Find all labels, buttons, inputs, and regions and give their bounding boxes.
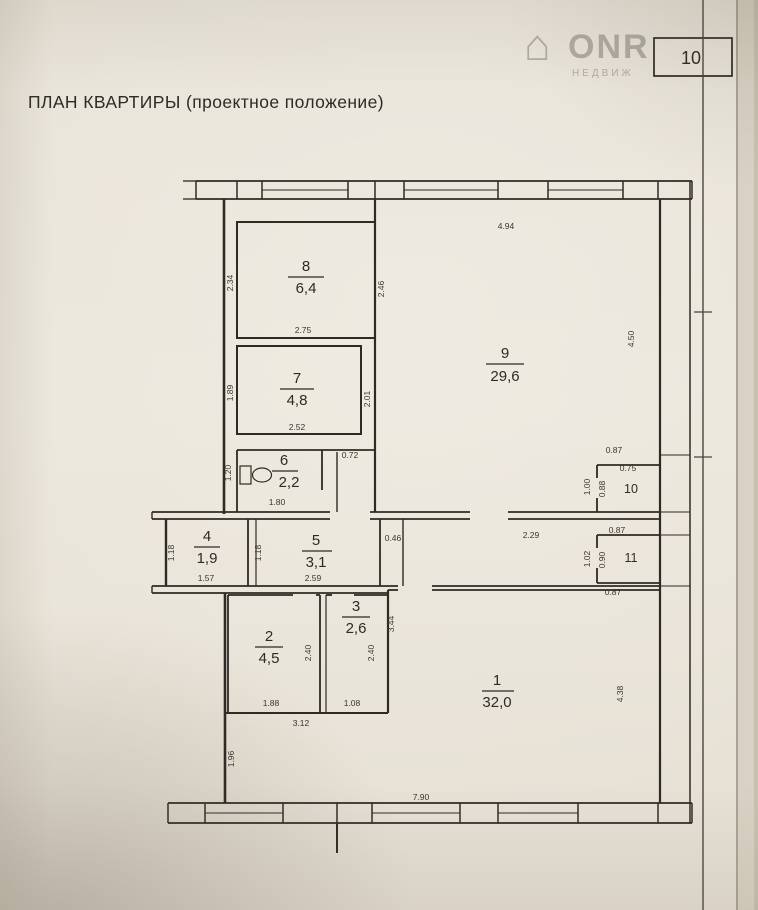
room-6-area: 2,2 [279,474,300,491]
dim-r7-bottom: 2.52 [289,422,306,432]
interior-walls [152,199,660,714]
room-7-label: 7 4,8 [280,370,314,409]
room-4-label: 4 1,9 [194,528,220,567]
room-8-label: 8 6,4 [288,258,324,297]
sheet-number-box: 10 [653,37,733,77]
exterior-walls [151,180,693,853]
room-8-area: 6,4 [296,280,317,297]
room-5-label: 5 3,1 [302,532,332,571]
room-10-number: 10 [624,482,638,496]
dim-r7-right: 2.01 [362,390,372,407]
room-1-area: 32,0 [482,694,511,711]
room-2-label: 2 4,5 [255,628,283,667]
dimension-labels: 4.94 2.34 2.46 2.75 4.50 1.89 2.01 2.52 … [166,221,637,802]
dim-r5-right-gap: 0.46 [385,533,402,543]
room-1-number: 1 [493,672,501,689]
room-4-number: 4 [203,528,211,545]
room-9-number: 9 [501,345,509,362]
dim-r5-bottom: 2.59 [305,573,322,583]
room-9-area: 29,6 [490,368,519,385]
dim-r6-top-right: 0.72 [342,450,359,460]
dim-r23-below: 3.12 [293,718,310,728]
dim-r3-bottom: 1.08 [344,698,361,708]
page-title: ПЛАН КВАРТИРЫ (проектное положение) [28,92,384,112]
watermark-brand-text: ONR [568,28,650,66]
dim-r10-width: 0.75 [620,463,637,473]
sheet-number: 10 [681,48,701,68]
dim-r11-height-outer: 1.02 [582,550,592,567]
page-right-edge [736,0,758,910]
dim-r10-above: 0.87 [606,445,623,455]
dim-corridor-width: 2.29 [523,530,540,540]
dim-r2-height: 2.40 [303,644,313,661]
dim-r8-right: 2.46 [376,280,386,297]
dim-r10-height-inner: 0.88 [597,480,607,497]
room-8-number: 8 [302,258,310,275]
room-11-number: 11 [625,551,638,565]
dim-r1-right: 4.38 [615,685,625,702]
toilet-icon [239,465,273,485]
dim-r9-top: 4.94 [498,221,515,231]
room-5-area: 3,1 [306,554,327,571]
watermark-sub-text: НЕДВИЖ [572,68,634,79]
dim-r8-bottom: 2.75 [295,325,312,335]
room-3-label: 3 2,6 [342,598,370,637]
dim-bottom-width: 7.90 [413,792,430,802]
page-frame [694,0,712,910]
dim-r10-height-outer: 1.00 [582,478,592,495]
dim-r2-bottom: 1.88 [263,698,280,708]
dim-left-lower: 1.96 [226,750,236,767]
room-3-number: 3 [352,598,360,615]
dim-r9-right: 4.50 [626,330,636,347]
watermark-house-icon: ⌂ [524,21,551,70]
dim-r3-height: 2.40 [366,644,376,661]
room-6-number: 6 [280,452,288,469]
room-6-label: 6 2,2 [272,452,299,491]
dim-r4-left: 1.18 [166,544,176,561]
room-4-area: 1,9 [197,550,218,567]
room-labels: 8 6,4 7 4,8 9 29,6 6 2,2 4 [194,258,638,711]
dim-r11-above: 0.87 [609,525,626,535]
room-1-label: 1 32,0 [482,672,514,711]
room-9-label: 9 29,6 [486,345,524,385]
dim-r4-divider: 1.18 [253,544,263,561]
dim-r8-left: 2.34 [225,274,235,291]
dim-r6-bottom: 1.80 [269,497,286,507]
dim-r11-below: 0.87 [605,587,622,597]
window-glass-lines [205,189,623,814]
room-3-area: 2,6 [346,620,367,637]
dim-r7-left: 1.89 [225,384,235,401]
dim-r11-height-inner: 0.90 [597,551,607,568]
dim-r3-wall-right: 3.44 [386,615,396,632]
dim-r4-bottom: 1.57 [198,573,215,583]
room-5-number: 5 [312,532,320,549]
room-7-area: 4,8 [287,392,308,409]
room-2-area: 4,5 [259,650,280,667]
room-7-number: 7 [293,370,301,387]
dim-r6-left: 1.20 [223,464,233,481]
room-2-number: 2 [265,628,273,645]
watermark-logo: ⌂ ONR НЕДВИЖ [524,21,650,79]
